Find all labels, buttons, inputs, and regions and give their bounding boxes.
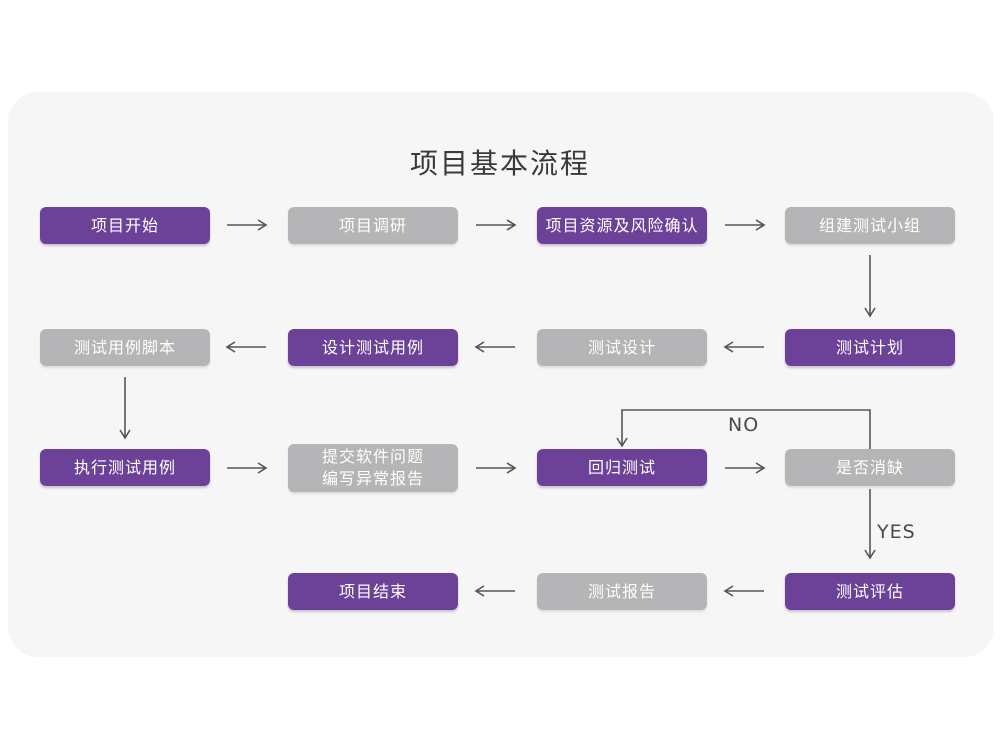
flowchart-card: [8, 92, 994, 657]
node-test-evaluation: 测试评估: [785, 573, 955, 610]
node-test-design: 测试设计: [537, 329, 707, 366]
node-defect-resolved-check: 是否消缺: [785, 449, 955, 486]
node-project-start: 项目开始: [40, 207, 210, 244]
node-test-plan: 测试计划: [785, 329, 955, 366]
node-build-test-team: 组建测试小组: [785, 207, 955, 244]
node-test-report: 测试报告: [537, 573, 707, 610]
branch-label-yes: YES: [877, 521, 916, 543]
node-test-case-script: 测试用例脚本: [40, 329, 210, 366]
branch-label-no: NO: [728, 414, 760, 436]
node-execute-test-cases: 执行测试用例: [40, 449, 210, 486]
node-project-research: 项目调研: [288, 207, 458, 244]
node-resource-risk-confirm: 项目资源及风险确认: [537, 207, 707, 244]
node-submit-issue-report: 提交软件问题 编写异常报告: [288, 444, 458, 492]
node-design-test-cases: 设计测试用例: [288, 329, 458, 366]
node-project-end: 项目结束: [288, 573, 458, 610]
node-regression-test: 回归测试: [537, 449, 707, 486]
diagram-title: 项目基本流程: [409, 147, 590, 180]
